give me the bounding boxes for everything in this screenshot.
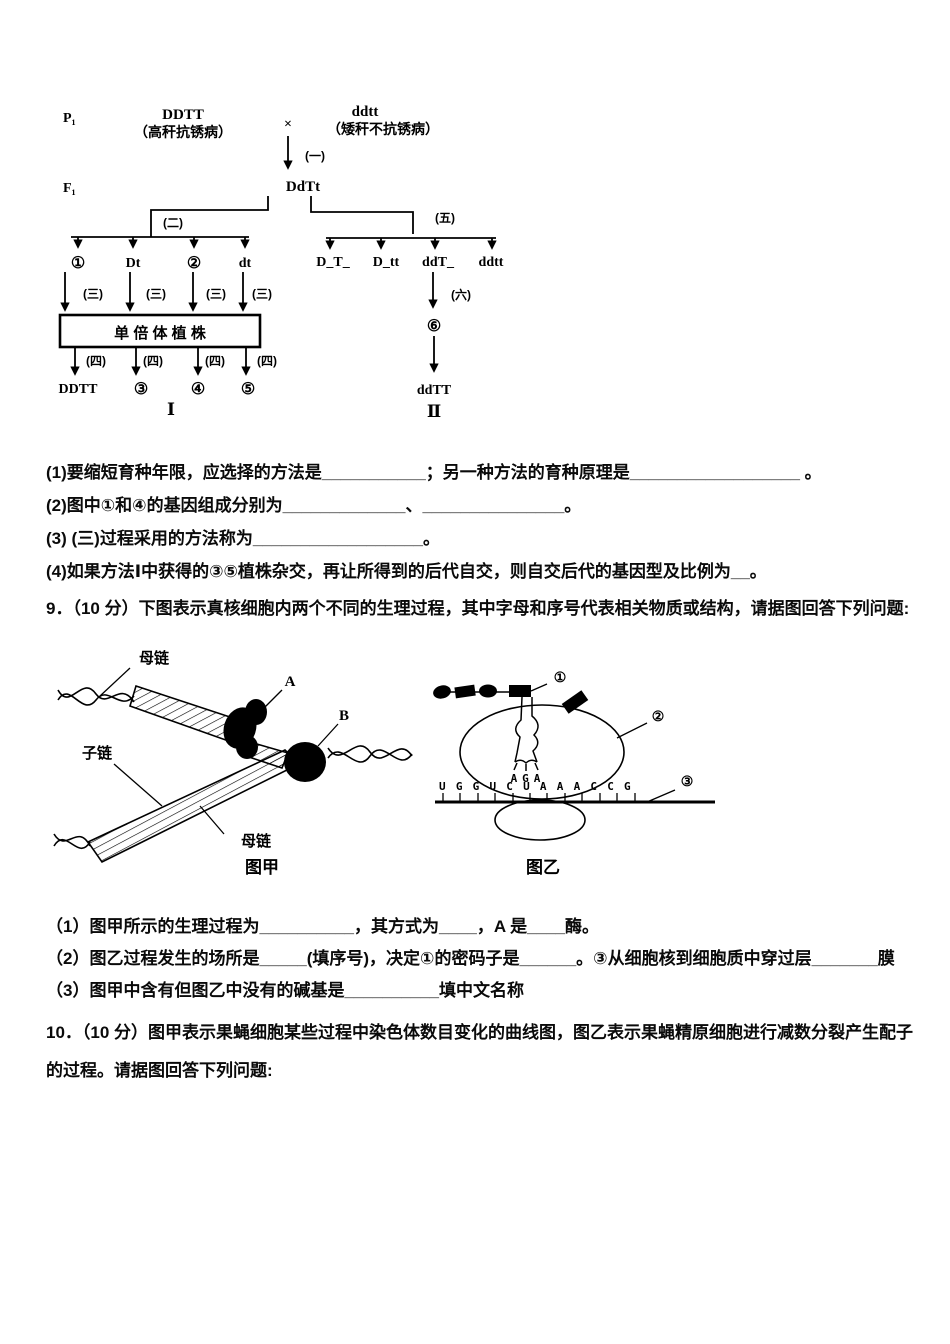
step-4-label: (四)	[143, 354, 163, 368]
step-3-label: (三)	[83, 287, 103, 301]
gamete-3: ②	[187, 255, 201, 272]
label-circle-2: ②	[652, 710, 665, 725]
ribosome-ellipse	[459, 704, 625, 800]
method-I-label: Ⅰ	[167, 400, 175, 419]
branch-1: D_T_	[316, 255, 350, 270]
q8-item-4: (4)如果方法Ⅰ中获得的③⑤植株杂交，再让所得到的后代自交，则自交后代的基因型及…	[46, 562, 767, 581]
enzyme-b-label: B	[339, 708, 349, 724]
label-circle-3: ③	[681, 775, 694, 790]
q9-item-2: （2）图乙过程发生的场所是_____(填序号)，决定①的密码子是______。③…	[46, 949, 895, 968]
f1-genotype: DdTt	[286, 179, 320, 195]
step-3-label: (三)	[252, 287, 272, 301]
parent-left-genotype: DDTT	[162, 107, 204, 123]
result-2: ③	[134, 381, 148, 398]
gamete-4: dt	[239, 256, 252, 271]
figure-yi: AGA UGGUCUAAACCG ① ② ③ 图乙	[433, 671, 715, 877]
result-3: ④	[191, 381, 205, 398]
figure-yi-caption: 图乙	[526, 858, 560, 877]
q8-item-2: (2)图中①和④的基因组成分别为_____________、__________…	[46, 496, 582, 515]
step-3-label: (三)	[206, 287, 226, 301]
mother-strand-top-label: 母链	[139, 650, 170, 667]
q8-item-1: (1)要缩短育种年限，应选择的方法是___________；另一种方法的育种原理…	[46, 463, 822, 482]
gamete-2: Dt	[126, 256, 141, 271]
q8-item-3: (3) (三)过程采用的方法称为__________________。	[46, 529, 441, 548]
step-1-label: (一)	[305, 149, 325, 163]
enzyme-b-blob	[284, 742, 326, 782]
result-4: ⑤	[241, 381, 255, 398]
daughter-strand-label: 子链	[82, 744, 113, 762]
enzyme-blobs	[223, 699, 326, 782]
enzyme-a-label: A	[285, 674, 296, 690]
figure-jia-caption: 图甲	[245, 858, 279, 877]
q10-text: 10．（10 分）图甲表示果蝇细胞某些过程中染色体数目变化的曲线图，图乙表示果蝇…	[46, 1023, 914, 1080]
q9-item-1: （1）图甲所示的生理过程为__________，其方式为____，A 是____…	[46, 917, 600, 936]
step-4-label: (四)	[86, 354, 106, 368]
parent-right-genotype: ddtt	[352, 104, 379, 120]
haploid-box-label: 单 倍 体 植 株	[114, 324, 207, 342]
trna-shape	[513, 696, 539, 771]
branch-2: D_tt	[373, 255, 400, 270]
parent-right-phenotype: （矮秆不抗锈病）	[327, 121, 439, 137]
step-4-label: (四)	[257, 354, 277, 368]
label-circle-1: ①	[554, 671, 567, 686]
branch-3: ddT_	[422, 255, 455, 270]
pointer-lines	[99, 667, 339, 835]
free-amino-acid	[561, 690, 589, 714]
mrna-sequence: UGGUCUAAACCG	[439, 780, 641, 793]
step-6-label: (六)	[451, 287, 471, 302]
circle-6: ⑥	[427, 318, 441, 335]
q9-header: 9．（10 分）下图表示真核细胞内两个不同的生理过程，其中字母和序号代表相关物质…	[46, 599, 910, 618]
step-2-label: (二)	[163, 216, 183, 230]
figure-jia: 母链 子链 A B 母链 图甲	[53, 650, 413, 877]
method-II-label: Ⅱ	[427, 402, 441, 421]
step-4-label: (四)	[205, 354, 225, 368]
branch-4: ddtt	[479, 255, 504, 270]
pointer-lines	[530, 683, 676, 803]
step-5-label: (五)	[435, 211, 455, 225]
p1-label: P₁	[63, 111, 76, 126]
f1-label: F₁	[63, 181, 76, 196]
parent-left-phenotype: （高秆抗锈病）	[134, 124, 232, 140]
result-1: DDTT	[59, 382, 99, 397]
anticodon-letters: AGA	[511, 772, 546, 785]
step-3-label: (三)	[146, 287, 166, 301]
dna-strands	[53, 684, 413, 864]
ribosome-small-subunit	[494, 799, 586, 841]
mrna-ticks	[442, 793, 636, 802]
breeding-diagram: P₁ DDTT （高秆抗锈病） × ddtt （矮秆不抗锈病） (一) F₁ D…	[58, 104, 504, 421]
q9-item-3: （3）图甲中含有但图乙中没有的碱基是__________填中文名称	[46, 981, 524, 1000]
haploid-box	[58, 313, 262, 349]
mother-strand-bottom-label: 母链	[241, 832, 272, 850]
right-result: ddTT	[417, 383, 452, 398]
cross-symbol: ×	[284, 117, 292, 132]
gamete-1: ①	[71, 255, 85, 272]
